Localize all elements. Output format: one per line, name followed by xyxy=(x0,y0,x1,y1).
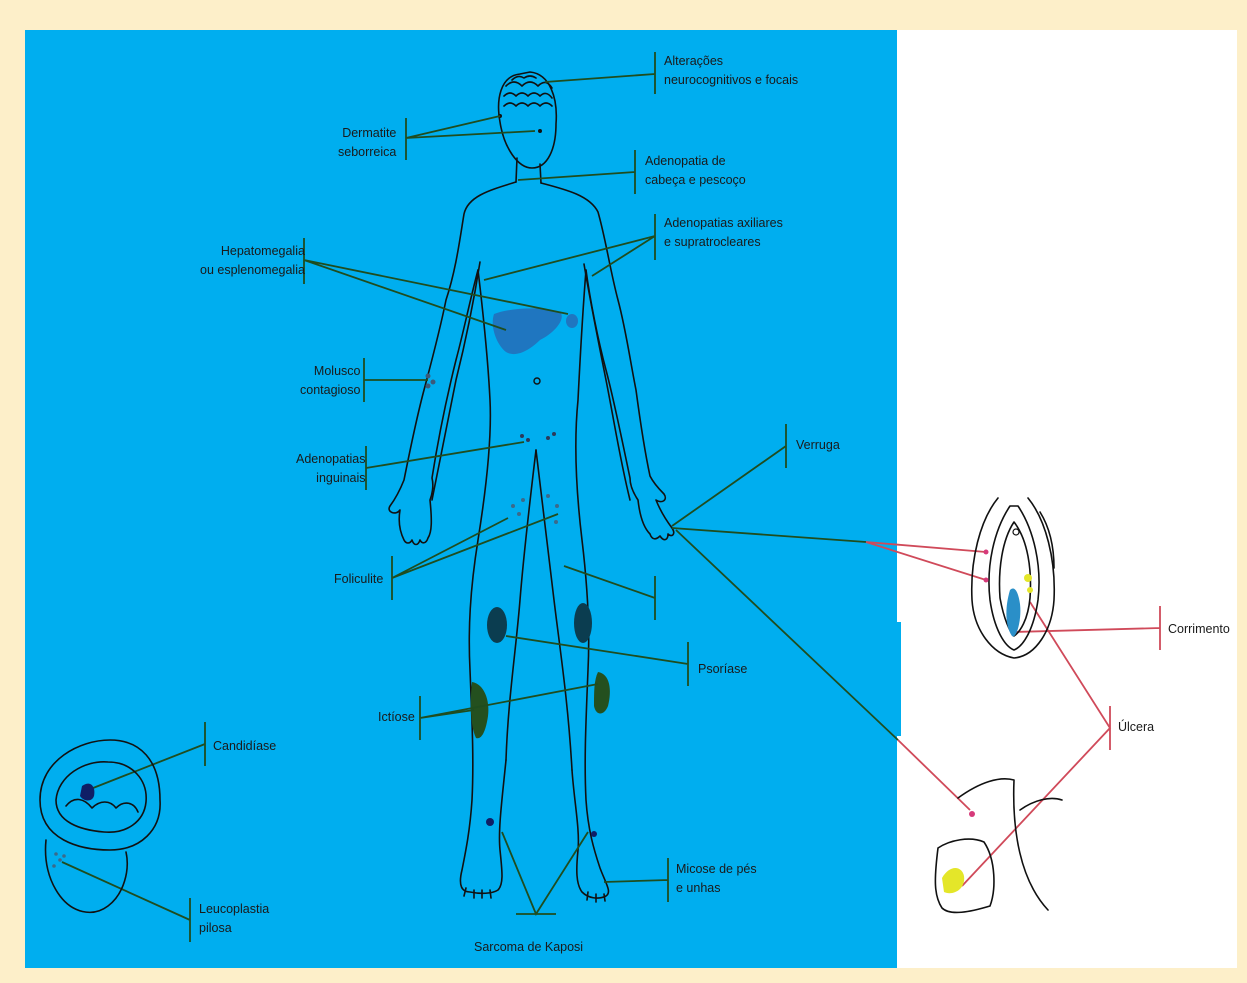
kaposi-left xyxy=(486,818,494,826)
blue-panel xyxy=(25,30,897,968)
label-ulcera: Úlcera xyxy=(1118,718,1154,737)
label-adenopatia-cabeca: Adenopatia de cabeça e pescoço xyxy=(645,152,746,190)
kaposi-right xyxy=(591,831,597,837)
label-neuro: Alterações neurocognitivos e focais xyxy=(664,52,798,90)
dermatite-dot xyxy=(538,129,542,133)
spleen-shape xyxy=(566,314,578,328)
label-dermatite: Dermatite seborreica xyxy=(338,124,396,162)
label-sarcoma: Sarcoma de Kaposi xyxy=(474,938,583,957)
label-foliculite: Foliculite xyxy=(334,570,383,589)
label-hepatomegalia: Hepatomegalia ou esplenomegalia xyxy=(200,242,305,280)
white-panel-bottom xyxy=(901,622,1237,968)
label-leucoplastia: Leucoplastia pilosa xyxy=(199,900,269,938)
label-adenopatias-axilares: Adenopatias axiliares e supratrocleares xyxy=(664,214,783,252)
label-molusco: Molusco contagioso xyxy=(300,362,360,400)
psoriase-lesion-left xyxy=(487,607,507,643)
white-panel-top xyxy=(897,30,1237,622)
label-psoriase: Psoríase xyxy=(698,660,747,679)
label-candidiase: Candidíase xyxy=(213,737,276,756)
label-verruga: Verruga xyxy=(796,436,840,455)
label-adenopatias-inguinais: Adenopatias inguinais xyxy=(296,450,366,488)
label-micose: Micose de pés e unhas xyxy=(676,860,757,898)
label-corrimento: Corrimento xyxy=(1168,620,1230,639)
label-ictiose: Ictíose xyxy=(378,708,415,727)
psoriase-lesion-right xyxy=(574,603,592,643)
